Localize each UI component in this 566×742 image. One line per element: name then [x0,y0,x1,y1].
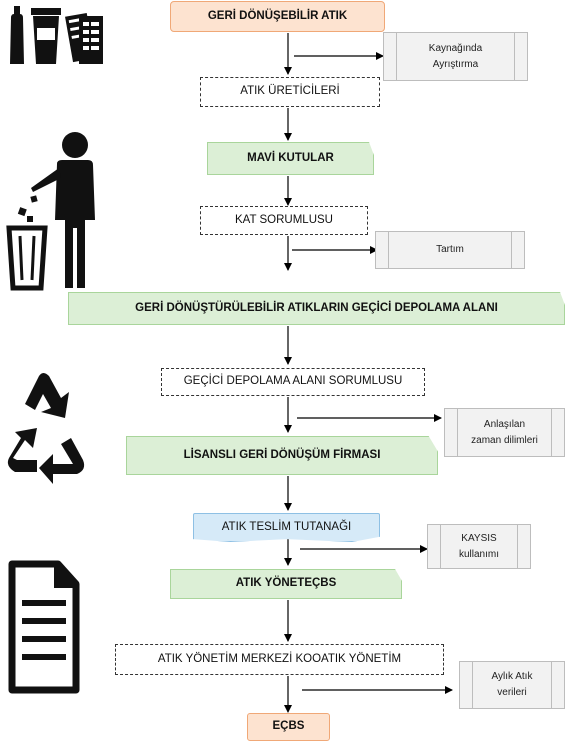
atik-ureticileri-box: ATIK ÜRETİCİLERİ [200,77,380,107]
kat-sorumlusu-box: KAT SORUMLUSU [200,206,368,235]
ecbs-box: EÇBS [247,713,330,741]
recyclables-icon [10,6,103,64]
person-trash-bin-icon [6,132,95,291]
mavi-kutular-box: MAVİ KUTULAR [207,142,374,175]
gecici-depolama-alani-box: GERİ DÖNÜŞTÜRÜLEBİLİR ATIKLARIN GEÇİCİ D… [68,292,565,325]
tartim-note: Tartım [375,231,525,269]
document-icon [8,560,80,694]
gecici-depolama-sorumlusu-box: GEÇİCİ DEPOLAMA ALANI SORUMLUSU [161,368,425,396]
kaynaginda-ayristirma-note: Kaynağında Ayrıştırma [383,32,528,81]
aylik-atik-label: Aylık Atık verileri [491,671,533,698]
geri-donusebilir-atik-box: GERİ DÖNÜŞEBİLİR ATIK [170,1,385,32]
anlasilan-zaman-label: Anlaşılan zaman dilimleri [471,418,538,446]
recycle-icon [7,373,85,484]
tartim-label: Tartım [436,244,464,255]
lisansli-firma-box: LİSANSLI GERİ DÖNÜŞÜM FİRMASI [126,436,438,475]
atik-yonetim-merkezi-box: ATIK YÖNETİM MERKEZİ KOOATIK YÖNETİM [115,644,444,675]
aylik-atik-note: Aylık Atık verileri [459,661,565,709]
kaysis-note: KAYSIS kullanımı [427,524,531,569]
kaynaginda-ayristirma-label: Kaynağında Ayrıştırma [428,42,483,70]
atik-teslim-tutanagi-box: ATIK TESLİM TUTANAĞI [193,513,380,542]
anlasilan-zaman-note: Anlaşılan zaman dilimleri [444,408,565,457]
atik-yonetecbs-box: ATIK YÖNETEÇBS [170,569,402,599]
kaysis-label: KAYSIS kullanımı [458,532,499,560]
